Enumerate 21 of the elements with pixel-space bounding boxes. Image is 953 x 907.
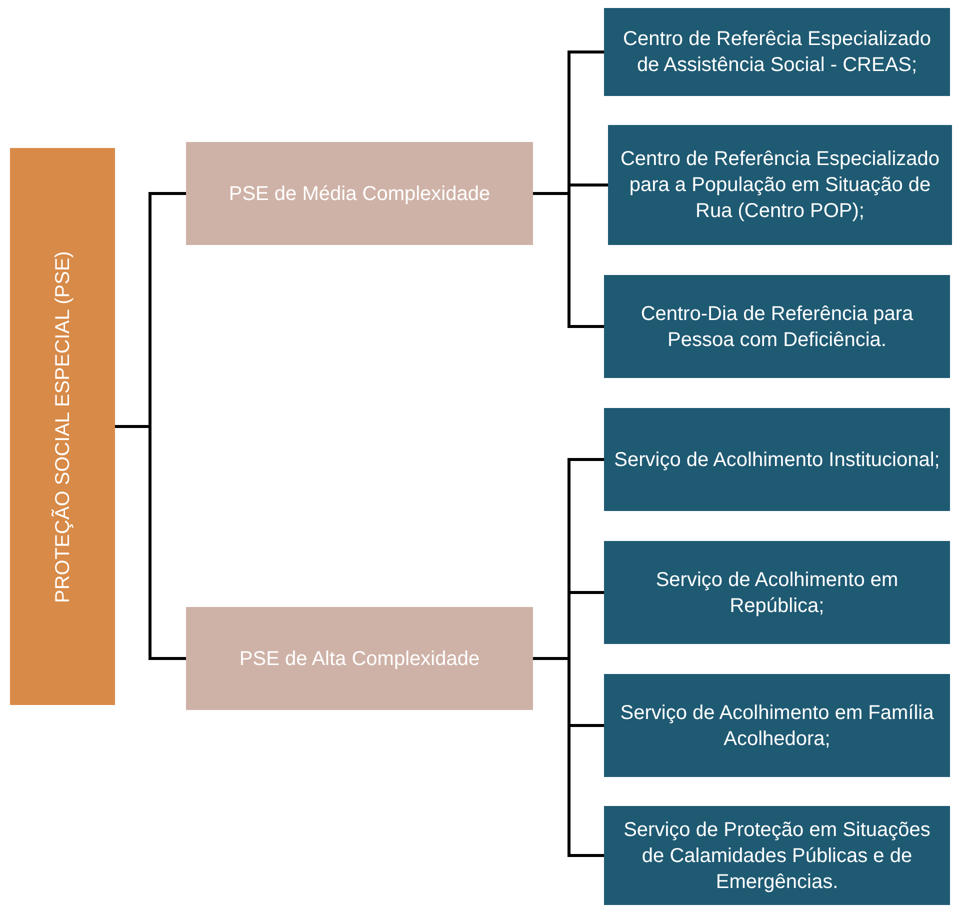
box-label: PSE de Média Complexidade [228, 182, 490, 206]
service-box [604, 674, 950, 777]
box-label: Centro de Referência Especializado para a População em Situação de Rua (Centro POP); [619, 147, 941, 224]
service-box [604, 541, 950, 644]
box-label: Centro-Dia de Referência para Pessoa com Deficiência. [640, 302, 914, 352]
vertical-title: PROTEÇÃO SOCIAL ESPECIAL (PSE) [50, 250, 74, 602]
box-label: Centro de Referêcia Especializado de Assistência Social - CREAS; [622, 27, 932, 78]
subcategory-box [186, 607, 533, 710]
connector-line [115, 425, 186, 660]
box-label: Serviço de Acolhimento em República; [654, 568, 900, 618]
category-box [10, 148, 115, 705]
box-label: Serviço de Acolhimento Institucional; [614, 448, 940, 472]
box-label: Serviço de Acolhimento em Família Acolhedora; [619, 700, 935, 752]
service-box [604, 275, 950, 378]
subcategory-box [186, 142, 533, 245]
box-label: PSE de Alta Complexidade [239, 646, 480, 672]
service-box [608, 125, 952, 245]
service-box [604, 806, 950, 905]
box-label: Serviço de Proteção em Situações de Calamidades Públicas e de Emergências. [622, 818, 932, 894]
service-box [604, 408, 950, 511]
service-box [604, 8, 950, 96]
